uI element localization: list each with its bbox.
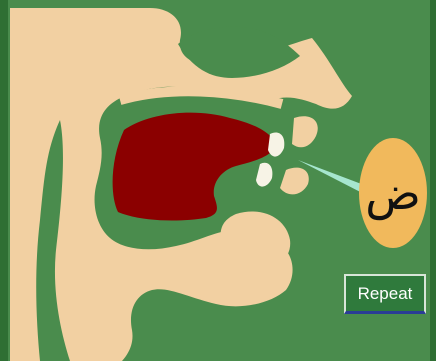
- repeat-button[interactable]: Repeat: [344, 274, 426, 314]
- letter-bubble-shape: [359, 138, 427, 248]
- right-border-strip: [430, 0, 436, 361]
- left-border-strip: [0, 0, 8, 361]
